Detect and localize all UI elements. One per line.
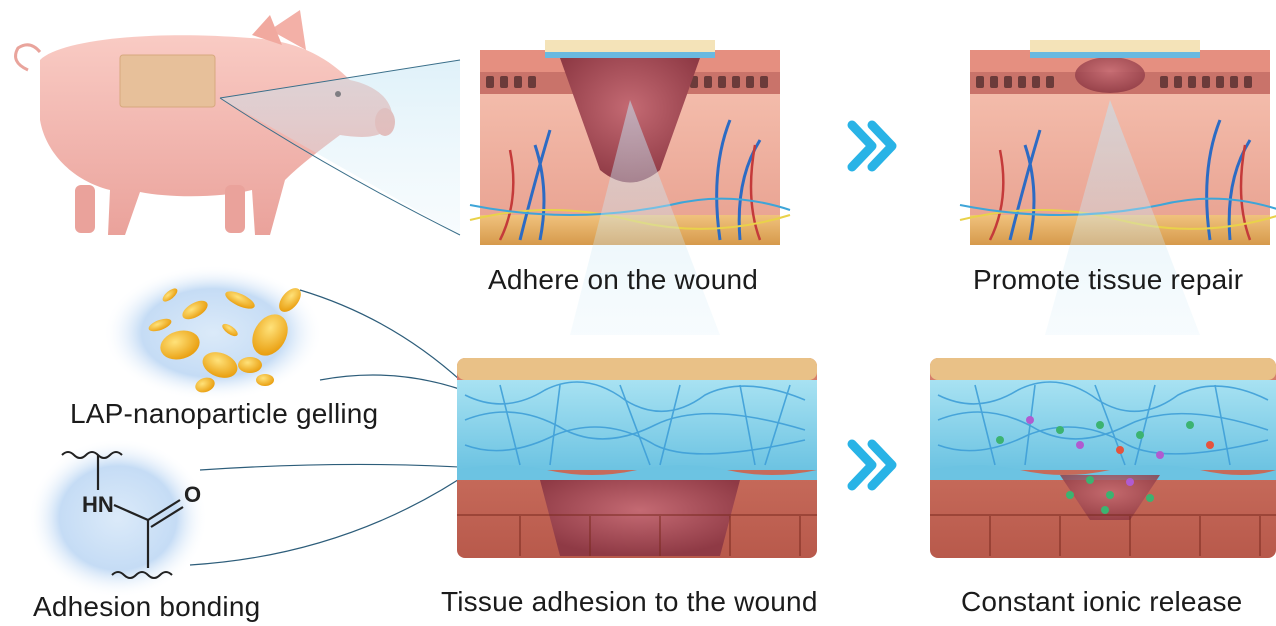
label-tissue-adhesion: Tissue adhesion to the wound [441,586,818,618]
oxygen-label: O [184,482,201,507]
double-chevron-right-icon [852,125,892,167]
amine-label: HN [82,492,114,517]
nanoparticle-illustration [103,265,323,401]
label-ionic-release: Constant ionic release [961,586,1242,618]
label-adhere-on-wound: Adhere on the wound [488,264,758,296]
hydrogel-panel-adhesion [457,358,817,558]
patch-icon [120,55,215,107]
label-nanoparticle-gelling: LAP-nanoparticle gelling [70,398,378,430]
label-promote-repair: Promote tissue repair [973,264,1243,296]
amide-bond-illustration: HN O [28,438,208,598]
hydrogel-panel-release [930,358,1276,558]
double-chevron-right-icon [852,444,892,486]
label-adhesion-bonding: Adhesion bonding [33,591,260,623]
